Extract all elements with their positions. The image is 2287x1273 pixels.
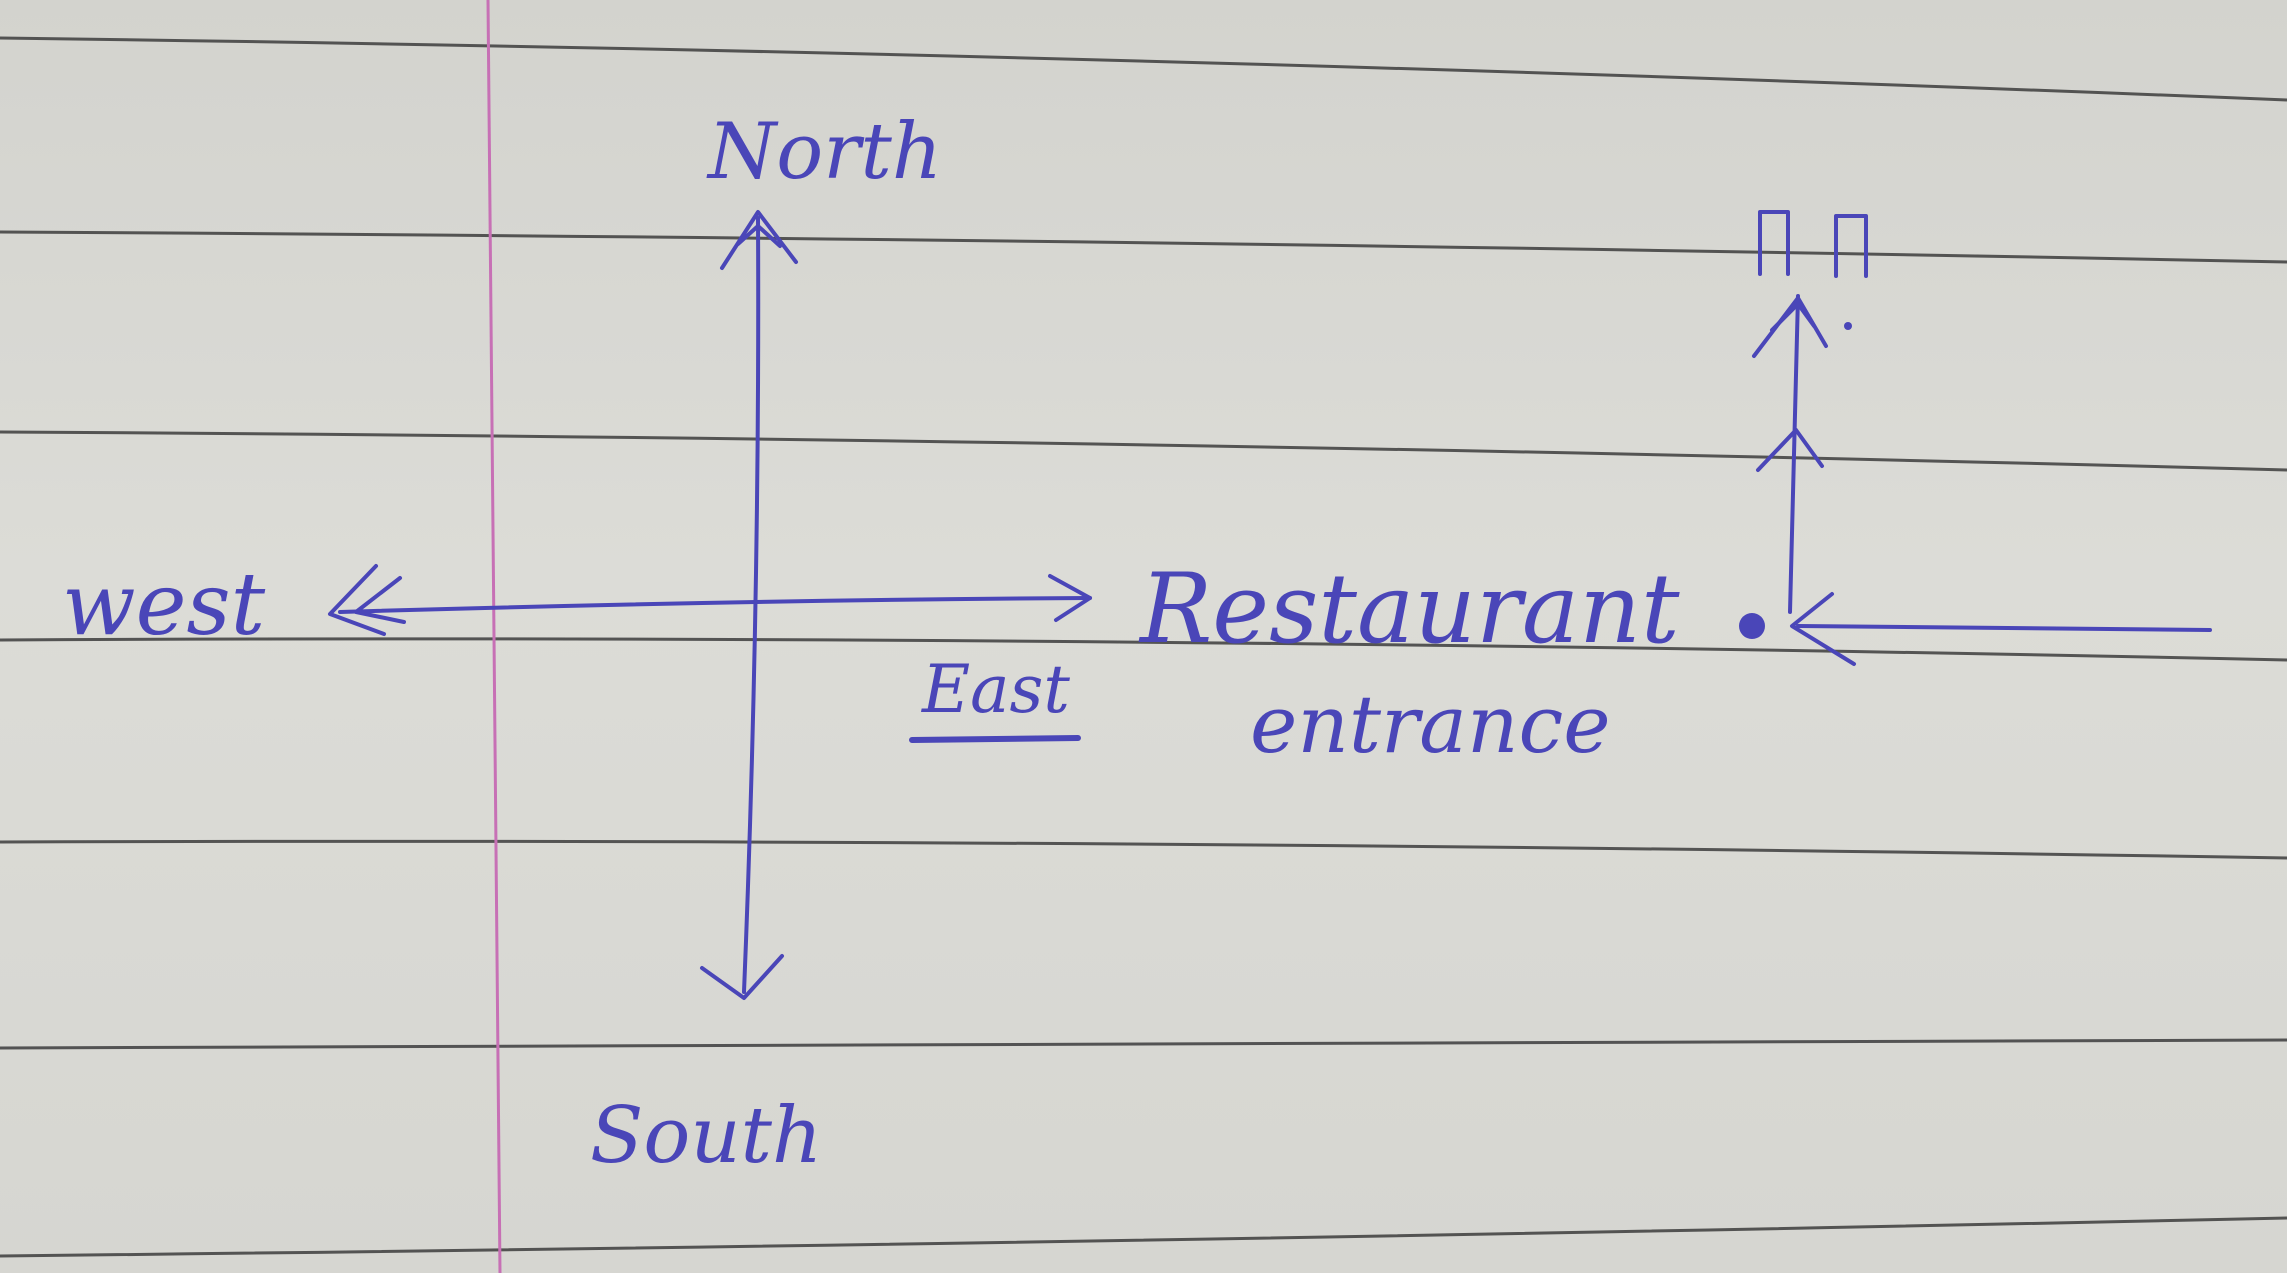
north-arrowhead: [720, 210, 798, 270]
restaurant-label: Restaurant: [1138, 553, 1680, 665]
ink-speck: [1844, 322, 1852, 330]
east-arrowhead: [1048, 574, 1092, 622]
entrance-dot: [1739, 613, 1765, 639]
east-label: East: [921, 651, 1070, 728]
compass-cross: [328, 210, 1092, 1000]
route-box-left: [1758, 210, 1790, 276]
west-arrowhead-inner: [354, 576, 406, 624]
route-vertical-arrowhead-2-inner: [1770, 302, 1816, 332]
ruled-line: [0, 637, 2287, 662]
route-box-right: [1834, 214, 1868, 278]
west-arrowhead: [328, 564, 386, 636]
north-arrowhead-inner: [736, 224, 782, 248]
ruled-line: [0, 1216, 2287, 1258]
route-approach-arrowhead: [1790, 592, 1856, 666]
ruled-line: [0, 36, 2287, 102]
ruled-line: [0, 1038, 2287, 1050]
entrance-label: entrance: [1250, 678, 1611, 771]
route-path: [1752, 210, 2212, 666]
route-approach-line: [1796, 624, 2212, 632]
south-label: South: [590, 1091, 822, 1181]
south-arrowhead: [700, 954, 784, 1000]
north-label: North: [706, 107, 942, 197]
ruled-line: [0, 839, 2287, 860]
route-vertical-arrowhead-1: [1756, 428, 1824, 472]
east-underline: [909, 735, 1081, 743]
west-east-axis: [338, 596, 1092, 614]
ruled-line: [0, 430, 2287, 472]
north-south-axis: [742, 216, 761, 994]
margin-line: [486, 0, 502, 1273]
ruled-line: [0, 230, 2287, 264]
west-label: west: [62, 555, 266, 655]
route-vertical-line: [1788, 294, 1800, 614]
route-vertical-arrowhead-2: [1752, 296, 1828, 358]
